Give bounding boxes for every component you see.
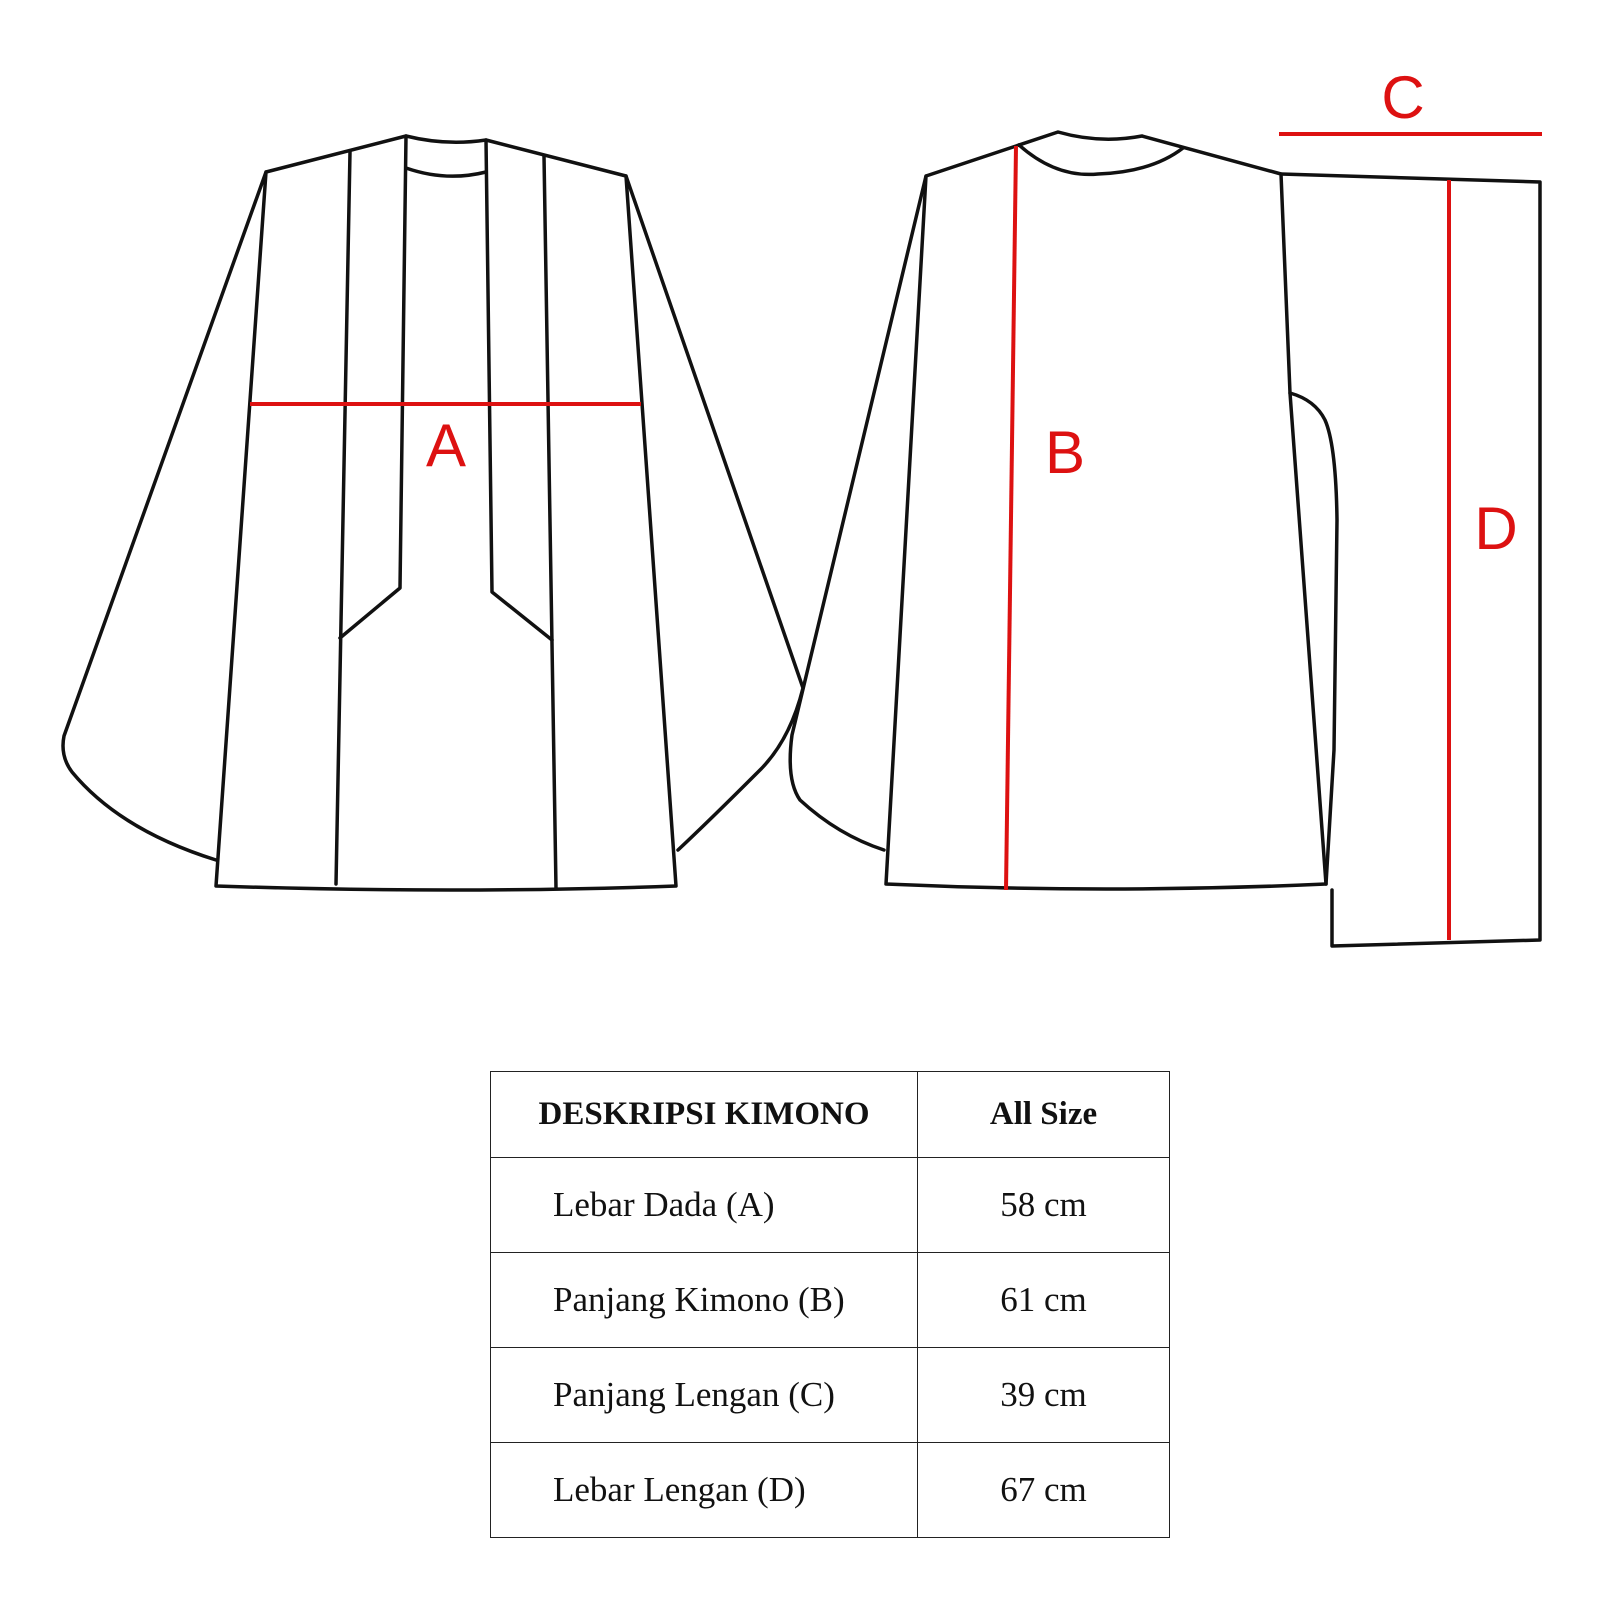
row-label: Panjang Lengan (C) [490,1347,918,1443]
front-right-lapel-inner [484,138,554,642]
measure-label-d: D [1474,495,1517,562]
column-header-size: All Size [917,1071,1170,1158]
front-inner-neckline [404,166,488,178]
table-row: Lebar Lengan (D) 67 cm [490,1442,1170,1538]
front-body-outline [214,134,678,892]
measure-line-b [1004,145,1018,891]
size-table: DESKRIPSI KIMONO All Size Lebar Dada (A)… [490,1071,1170,1538]
row-value: 58 cm [917,1157,1170,1253]
front-left-lapel-outer [334,150,352,886]
row-label: Panjang Kimono (B) [490,1252,918,1348]
front-left-cape [61,170,268,862]
front-right-cape [624,174,805,852]
row-label: Lebar Dada (A) [490,1157,918,1253]
table-row: Panjang Kimono (B) 61 cm [490,1252,1170,1348]
row-label: Lebar Lengan (D) [490,1442,918,1538]
table-row: Lebar Dada (A) 58 cm [490,1157,1170,1253]
back-body-outline [884,130,1328,891]
measure-label-b: B [1045,419,1085,486]
sleeve-cuff-opening [1288,391,1339,886]
row-value: 61 cm [917,1252,1170,1348]
table-row: Panjang Lengan (C) 39 cm [490,1347,1170,1443]
row-value: 39 cm [917,1347,1170,1443]
kimono-size-diagram: A B C D [61,64,1542,948]
front-left-lapel-inner [338,134,408,640]
sleeve-outline [1279,172,1542,948]
measure-label-a: A [426,412,466,479]
kimono-front-view: A [61,134,805,892]
front-right-lapel-outer [542,154,558,890]
measure-label-c: C [1381,64,1424,131]
kimono-back-view: B C D [788,64,1542,948]
row-value: 67 cm [917,1442,1170,1538]
back-neckline [1017,143,1185,177]
table-header-row: DESKRIPSI KIMONO All Size [490,1071,1170,1158]
column-header-description: DESKRIPSI KIMONO [490,1071,918,1158]
back-cape-edge [788,174,928,852]
